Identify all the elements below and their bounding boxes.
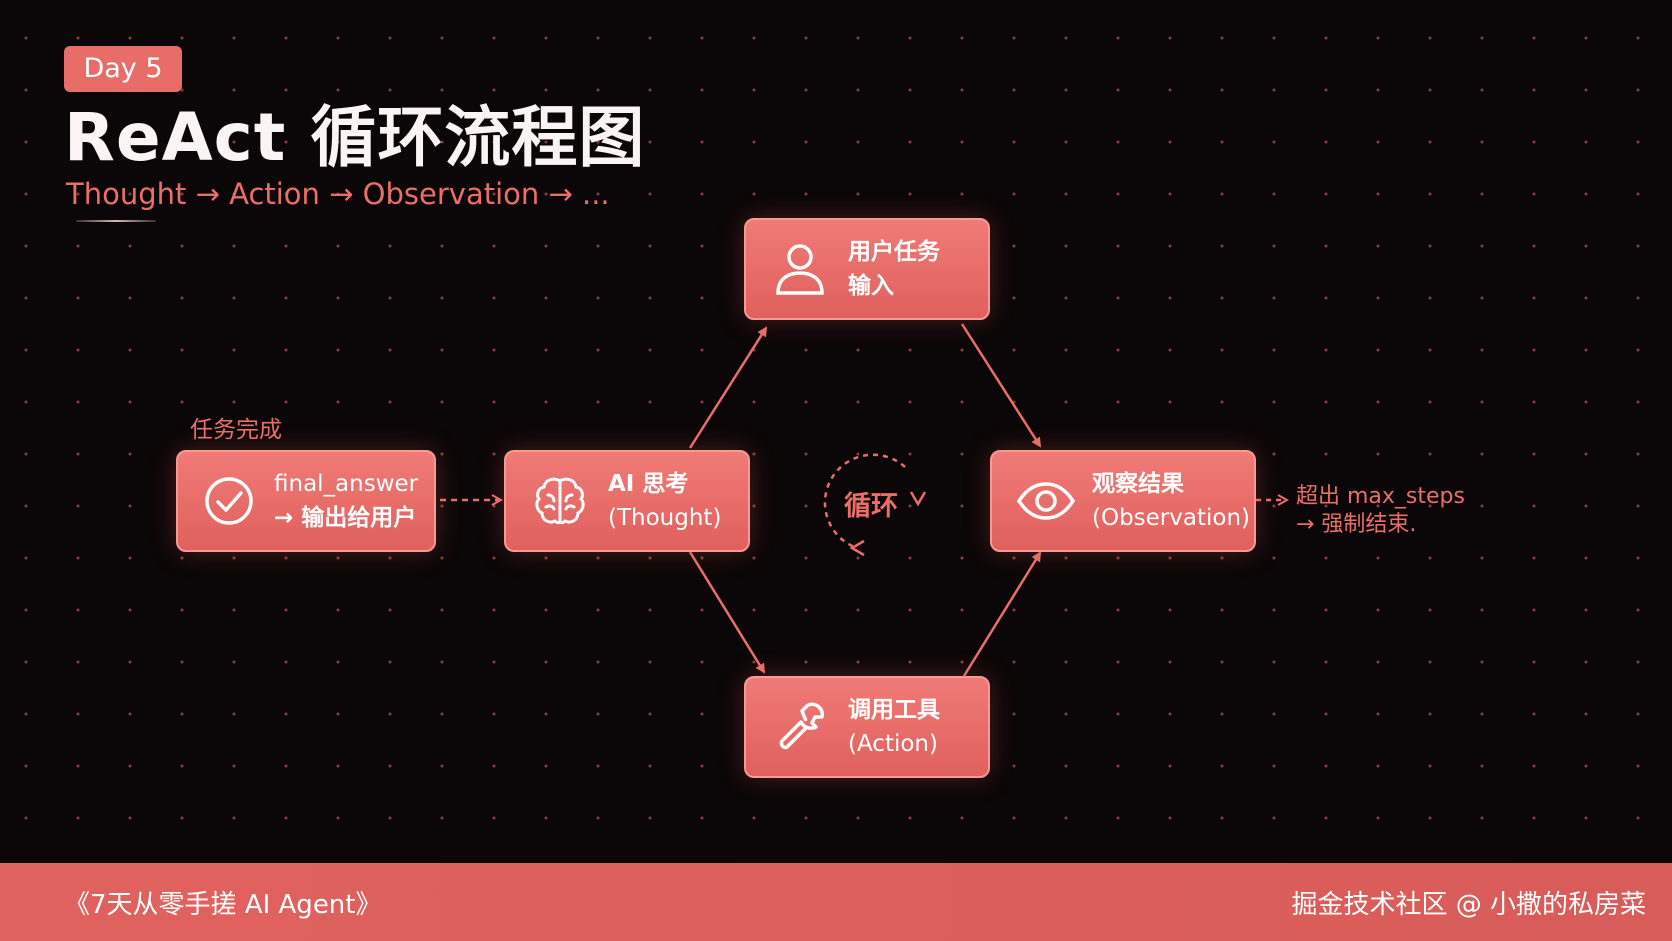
- node-user-task: 用户任务 输入: [744, 218, 990, 320]
- node-thought: AI 思考 (Thought): [504, 450, 750, 552]
- loop-arrowhead-right: [909, 491, 927, 507]
- node-action: 调用工具 (Action): [744, 676, 990, 778]
- loop-arrowhead-bottom: [849, 539, 865, 557]
- node-final-answer: final_answer → 输出给用户: [176, 450, 436, 552]
- wrench-icon: [762, 699, 838, 755]
- arrow-thought-to-user: [688, 326, 768, 449]
- page-subtitle: Thought → Action → Observation → ...: [66, 177, 610, 211]
- brain-icon: [522, 475, 598, 527]
- node-observation: 观察结果 (Observation): [990, 450, 1256, 552]
- arrow-action-to-observation: [962, 551, 1042, 677]
- arrow-user-to-observation: [960, 323, 1042, 448]
- node-user-task-subtitle: 输入: [848, 273, 894, 299]
- footer-series-title: 《7天从零手搓 AI Agent》: [64, 890, 382, 920]
- day-badge: Day 5: [64, 46, 182, 92]
- node-observation-title: 观察结果: [1092, 471, 1184, 497]
- loop-circle: [823, 453, 906, 550]
- node-thought-subtitle: (Thought): [608, 505, 722, 531]
- node-final-answer-title: final_answer: [274, 471, 419, 497]
- node-user-task-title: 用户任务: [848, 239, 940, 265]
- loop-label: 循环: [844, 491, 898, 522]
- node-observation-subtitle: (Observation): [1092, 505, 1251, 531]
- footer-credit: 掘金技术社区 @ 小撒的私房菜: [1291, 890, 1646, 920]
- task-done-label: 任务完成: [190, 417, 282, 443]
- arrow-thought-to-action: [688, 551, 766, 674]
- node-action-subtitle: (Action): [848, 731, 938, 757]
- node-thought-title: AI 思考: [608, 471, 689, 497]
- user-icon: [762, 241, 838, 297]
- max-steps-label-line1: 超出 max_steps: [1296, 484, 1465, 509]
- node-action-title: 调用工具: [848, 697, 940, 723]
- subtitle-underline: [76, 220, 156, 222]
- node-final-answer-subtitle: → 输出给用户: [274, 505, 417, 531]
- max-steps-label-line2: → 强制结束.: [1296, 512, 1417, 537]
- eye-icon: [1008, 481, 1084, 521]
- footer-bar: 《7天从零手搓 AI Agent》 掘金技术社区 @ 小撒的私房菜: [0, 863, 1672, 941]
- check-circle-icon: [194, 475, 264, 527]
- page-title: ReAct 循环流程图: [64, 99, 646, 176]
